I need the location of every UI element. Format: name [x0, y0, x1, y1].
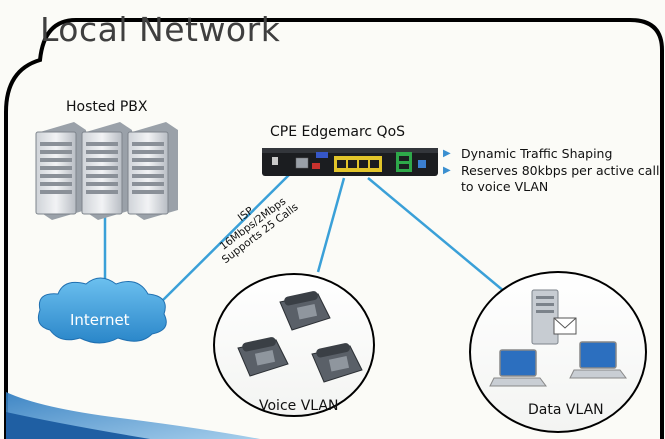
tower-pc-icon: [531, 289, 559, 345]
laptop-icon: [489, 349, 547, 387]
slide-title: Local Network: [40, 10, 281, 49]
desk-phone-icon: [279, 291, 331, 331]
server-unit: [35, 122, 86, 220]
bullet-text: Dynamic Traffic Shaping: [461, 146, 613, 161]
voice-vlan-circle: [213, 273, 375, 417]
bullet-item: ▶ Dynamic Traffic Shaping: [443, 146, 665, 162]
bullet-arrow-icon: ▶: [443, 165, 451, 176]
laptop-icon: [569, 341, 627, 379]
bullet-item: ▶ Reserves 80kbps per active call to voi…: [443, 163, 665, 195]
server-unit: [81, 122, 132, 220]
cpe-label: CPE Edgemarc QoS: [270, 124, 406, 140]
desk-phone-icon: [237, 337, 289, 377]
internet-cpe-link: [154, 161, 303, 309]
feature-bullet-list: ▶ Dynamic Traffic Shaping ▶ Reserves 80k…: [443, 146, 665, 196]
internet-cloud-icon: [37, 277, 167, 344]
network-router-icon: [262, 148, 438, 176]
hosted-pbx-label: Hosted PBX: [66, 99, 148, 115]
envelope-icon: [553, 317, 577, 335]
cpe-data-link: [367, 177, 506, 293]
internet-label: Internet: [70, 311, 130, 329]
server-unit: [127, 122, 178, 220]
bullet-text: Reserves 80kbps per active call to voice…: [461, 163, 660, 194]
ribbon-shadow: [6, 412, 150, 439]
bullet-arrow-icon: ▶: [443, 148, 451, 159]
cpe-voice-link: [316, 177, 346, 273]
frame-outline: [4, 18, 664, 439]
data-vlan-label: Data VLAN: [528, 402, 604, 418]
voice-vlan-label: Voice VLAN: [259, 398, 339, 414]
server-rack-icon: [35, 122, 178, 220]
data-vlan-circle: [469, 271, 647, 433]
desk-phone-icon: [311, 343, 363, 383]
